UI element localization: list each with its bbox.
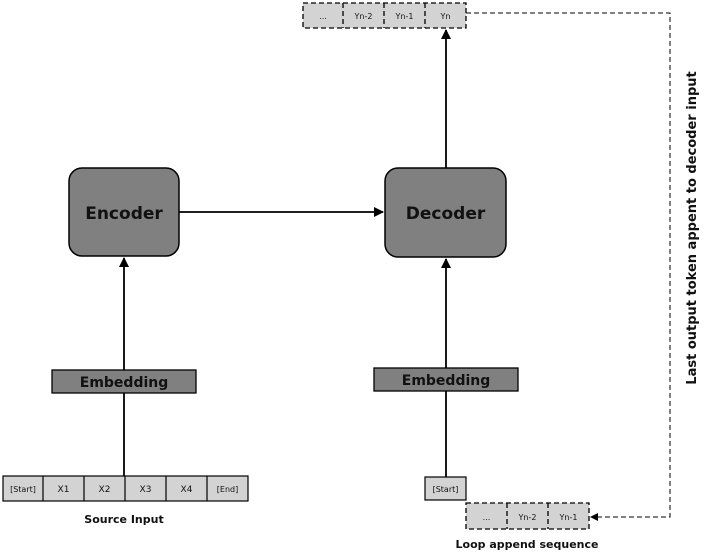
loop-append-caption: Loop append sequence bbox=[456, 538, 599, 551]
source-token: X4 bbox=[181, 485, 193, 495]
loop-token: Yn-1 bbox=[559, 513, 578, 522]
embedding-left-label: Embedding bbox=[80, 375, 169, 391]
decoder-label: Decoder bbox=[406, 204, 486, 224]
loop-token: Yn-2 bbox=[518, 513, 537, 522]
feedback-loop-path bbox=[466, 12, 671, 521]
source-input-caption: Source Input bbox=[84, 513, 163, 526]
embedding-left-block: Embedding bbox=[51, 369, 197, 394]
source-token: X1 bbox=[58, 485, 70, 495]
source-input-sequence: [Start] X1 X2 X3 X4 [End] bbox=[2, 475, 249, 502]
embedding-right-block: Embedding bbox=[373, 367, 519, 392]
feedback-label: Last output token appent to decoder inpu… bbox=[685, 71, 700, 384]
output-token: Yn-2 bbox=[354, 12, 373, 21]
output-token: Yn-1 bbox=[395, 12, 414, 21]
embedding-right-label: Embedding bbox=[402, 373, 491, 389]
output-token: ... bbox=[319, 12, 327, 21]
output-sequence: ... Yn-2 Yn-1 Yn bbox=[302, 2, 467, 29]
source-token: [End] bbox=[217, 485, 238, 494]
encoder-block: Encoder bbox=[68, 167, 180, 257]
output-token: Yn bbox=[440, 12, 451, 21]
source-token: [Start] bbox=[10, 485, 36, 494]
decoder-start-label: [Start] bbox=[433, 485, 459, 494]
loop-append-sequence: ... Yn-2 Yn-1 bbox=[465, 502, 590, 530]
decoder-block: Decoder bbox=[384, 167, 507, 258]
source-token: X2 bbox=[99, 485, 111, 495]
loop-token: ... bbox=[483, 513, 491, 522]
source-token: X3 bbox=[140, 485, 152, 495]
encoder-label: Encoder bbox=[85, 204, 163, 224]
decoder-start-token: [Start] bbox=[424, 476, 467, 501]
